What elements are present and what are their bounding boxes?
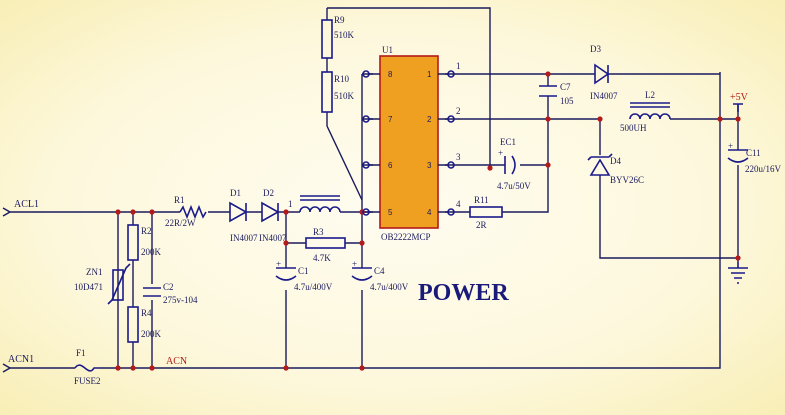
f1-ref: F1 [76, 348, 86, 358]
r9-value: 510K [334, 30, 355, 40]
ic-pin-8: 8 [388, 70, 393, 79]
ec1-ref: EC1 [500, 137, 516, 147]
ic-pin-2: 2 [427, 115, 432, 124]
ic-pin-4: 4 [427, 208, 432, 217]
d1-value: IN4007 [230, 233, 258, 243]
wires [10, 7, 739, 369]
svg-text:+: + [352, 259, 357, 269]
l2-ref: L2 [645, 90, 655, 100]
c7-ref: C7 [560, 82, 571, 92]
r1-value: 22R/2W [165, 218, 196, 228]
net-label-acn1: ACN1 [8, 354, 34, 365]
d3-ref: D3 [590, 44, 601, 54]
vcc-arrow-icon [733, 103, 743, 112]
net-label-acl1: ACL1 [14, 199, 39, 210]
c11-value: 220u/16V [745, 164, 782, 174]
node-label-2: 2 [456, 106, 461, 116]
c1-ref: C1 [298, 266, 309, 276]
capacitor-ec1: + [498, 148, 516, 175]
inductor-l2 [629, 102, 671, 120]
r4-value: 200K [141, 329, 162, 339]
d1-ref: D1 [230, 188, 241, 198]
node-label-choke: 1 [288, 199, 293, 209]
capacitor-c2 [143, 287, 161, 297]
net-label-vout: +5V [730, 92, 749, 103]
node-label-4: 4 [456, 199, 461, 209]
resistor-r11 [469, 206, 503, 218]
svg-text:+: + [498, 148, 503, 158]
resistor-r1 [179, 204, 207, 220]
node-label-3: 3 [456, 152, 461, 162]
f1-value: FUSE2 [74, 376, 101, 386]
r3-ref: R3 [313, 227, 324, 237]
d4-value: BYV26C [610, 175, 644, 185]
diode-d2 [261, 201, 280, 223]
c2-value: 275v-104 [163, 295, 198, 305]
r3-value: 4.7K [313, 253, 331, 263]
terminal-acl1 [2, 207, 11, 217]
l2-value: 500UH [620, 123, 647, 133]
diode-d3 [594, 63, 610, 85]
ic-name: OB2222MCP [381, 232, 431, 242]
capacitor-c11: + [727, 141, 749, 163]
zn1-value: 10D471 [74, 282, 103, 292]
ground-icon [728, 262, 748, 284]
c1-value: 4.7u/400V [294, 282, 333, 292]
terminal-acn1 [2, 363, 11, 373]
capacitor-c1: + [275, 259, 297, 281]
d3-value: IN4007 [590, 91, 618, 101]
r11-value: 2R [476, 220, 487, 230]
ic-pin-1: 1 [427, 70, 432, 79]
zn1-ref: ZN1 [86, 267, 103, 277]
fuse-f1 [74, 364, 100, 372]
d4-ref: D4 [610, 156, 621, 166]
diode-d4 [587, 153, 613, 176]
diagram-title: POWER [418, 280, 509, 306]
resistor-r9 [321, 19, 333, 59]
r9-ref: R9 [334, 15, 345, 25]
r2-value: 200K [141, 247, 162, 257]
net-label-acn: ACN [166, 356, 187, 367]
junction-dots [115, 71, 741, 371]
diode-d1 [229, 201, 248, 223]
r4-ref: R4 [141, 308, 152, 318]
ic-pin-7: 7 [388, 115, 393, 124]
resistor-r10 [321, 71, 333, 113]
resistor-r4 [127, 306, 139, 343]
r10-ref: R10 [334, 74, 350, 84]
d2-ref: D2 [263, 188, 274, 198]
c4-value: 4.7u/400V [370, 282, 409, 292]
common-mode-choke [299, 195, 341, 213]
c2-ref: C2 [163, 282, 174, 292]
c11-ref: C11 [746, 148, 761, 158]
c7-value: 105 [560, 96, 574, 106]
r11-ref: R11 [474, 195, 489, 205]
d2-value: IN4007 [259, 233, 287, 243]
c4-ref: C4 [374, 266, 385, 276]
ic-pin-3: 3 [427, 161, 432, 170]
capacitor-c7 [539, 85, 557, 97]
node-label-1: 1 [456, 61, 461, 71]
svg-text:+: + [276, 259, 281, 269]
resistor-r3 [305, 237, 346, 249]
ic-pin-6: 6 [388, 161, 393, 170]
ic-ob2222mcp: 8 7 6 5 1 2 3 4 U1 OB2222MCP [362, 45, 455, 242]
varistor-zn1 [107, 263, 131, 305]
capacitor-c4: + [351, 259, 373, 281]
r2-ref: R2 [141, 226, 152, 236]
r10-value: 510K [334, 91, 355, 101]
svg-text:+: + [728, 141, 733, 151]
r1-ref: R1 [174, 195, 185, 205]
ic-pin-5: 5 [388, 208, 393, 217]
ic-ref: U1 [382, 45, 393, 55]
ec1-value: 4.7u/50V [497, 181, 531, 191]
resistor-r2 [127, 224, 139, 261]
